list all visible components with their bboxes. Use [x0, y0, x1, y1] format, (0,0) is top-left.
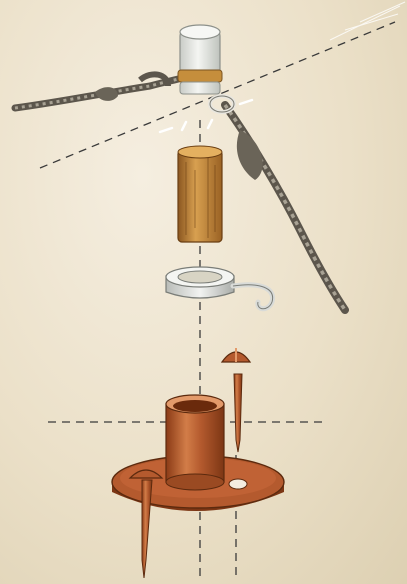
copper-peg-standing: [222, 348, 250, 452]
guy-rope-right: [225, 105, 345, 310]
transparent-cap: [178, 25, 222, 94]
wooden-pole-section: [178, 146, 222, 242]
guy-rope-left: [15, 74, 182, 108]
sketch-fibres: [330, 2, 405, 40]
hook-ring: [166, 267, 273, 309]
copper-socket-tube: [166, 395, 224, 490]
